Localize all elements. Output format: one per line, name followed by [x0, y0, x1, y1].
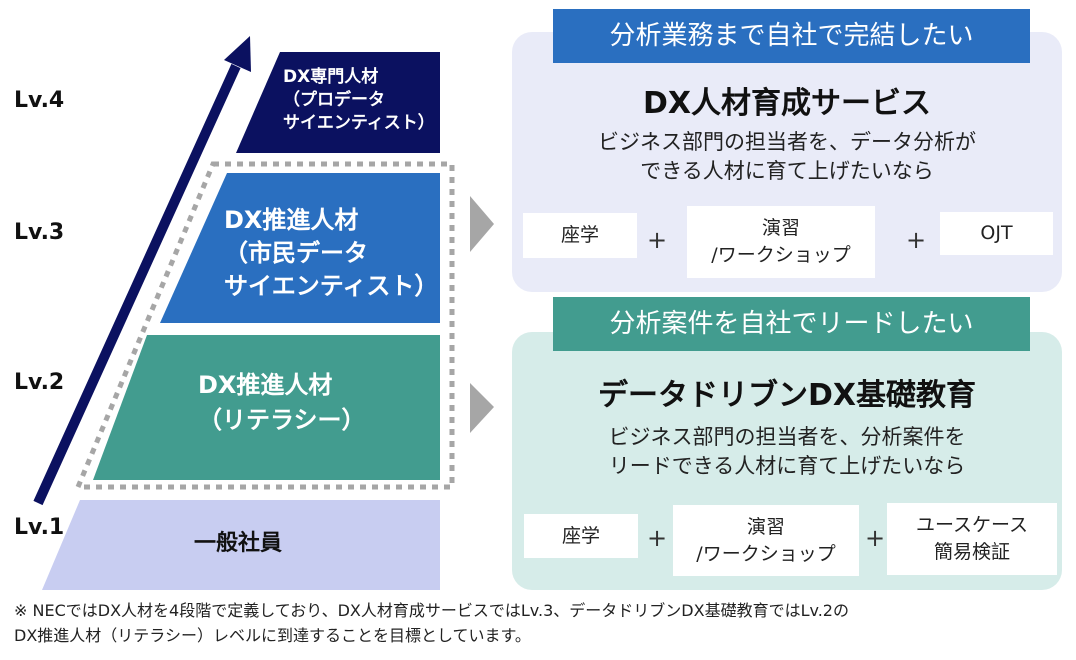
tier-text: （プロデータ — [283, 90, 385, 110]
footnote-line: ※ NECではDX人材を4段階で定義しており、DX人材育成サービスではLv.3、… — [14, 601, 849, 620]
step-text: /ワークショップ — [711, 244, 851, 266]
arrow-right-icon — [470, 196, 494, 252]
step-ojt: OJT — [940, 212, 1053, 255]
footnote: ※ NECではDX人材を4段階で定義しており、DX人材育成サービスではLv.3、… — [14, 598, 849, 648]
step-use-case-verification: ユースケース 簡易検証 — [887, 503, 1057, 575]
level-label-1: Lv.1 — [14, 515, 65, 540]
tier-lv2-label: DX推進人材 （リテラシー） — [198, 368, 366, 438]
subtitle-line: ビジネス部門の担当者を、分析案件を — [608, 425, 966, 449]
step-text: /ワークショップ — [696, 542, 836, 565]
tier-lv3-shape — [160, 173, 440, 323]
step-text: 演習 — [746, 515, 785, 538]
tier-text: DX推進人材 — [198, 371, 333, 399]
tier-lv3-label: DX推進人材 （市民データ サイエンティスト） — [224, 204, 438, 303]
tier-text: （リテラシー） — [198, 406, 366, 434]
tier-lv1-label: 一般社員 — [194, 531, 283, 556]
panel2-subtitle: ビジネス部門の担当者を、分析案件を リードできる人材に育て上げたいなら — [512, 423, 1062, 481]
level-label-2: Lv.2 — [14, 370, 65, 395]
plus-icon: + — [865, 524, 886, 552]
step-text: ユースケース — [915, 514, 1029, 536]
tier-text: DX専門人材 — [283, 67, 379, 87]
level-label-4: Lv.4 — [14, 88, 65, 113]
level-label-3: Lv.3 — [14, 220, 65, 245]
panel1-title: DX人材育成サービス — [642, 86, 932, 121]
step-text: 演習 — [761, 217, 800, 239]
panel1-subtitle: ビジネス部門の担当者を、データ分析が できる人材に育て上げたいなら — [512, 128, 1062, 186]
subtitle-line: ビジネス部門の担当者を、データ分析が — [598, 130, 976, 154]
arrow-right-icon — [470, 383, 494, 433]
panel1-header: 分析業務まで自社で完結したい — [553, 9, 1030, 63]
target-range-dotted-outline — [74, 161, 455, 490]
subtitle-line: できる人材に育て上げたいなら — [640, 159, 934, 183]
plus-icon: + — [647, 524, 668, 552]
panel2-header: 分析案件を自社でリードしたい — [553, 297, 1030, 351]
step-lecture: 座学 — [523, 213, 637, 258]
tier-text: （市民データ — [224, 239, 368, 267]
plus-icon: + — [906, 226, 927, 254]
growth-arrow-icon — [33, 36, 251, 506]
tier-lv4-shape — [236, 52, 440, 153]
tier-text: DX推進人材 — [224, 206, 359, 234]
footnote-line: DX推進人材（リテラシー）レベルに到達することを目標としています。 — [14, 626, 531, 645]
step-lecture: 座学 — [524, 514, 638, 558]
tier-lv1-shape — [42, 500, 440, 590]
step-text: 簡易検証 — [933, 541, 1010, 563]
subtitle-line: リードできる人材に育て上げたいなら — [608, 454, 966, 478]
tier-lv2-shape — [93, 335, 440, 480]
tier-lv4-label: DX専門人材 （プロデータ サイエンティスト） — [283, 66, 435, 135]
tier-text: サイエンティスト） — [224, 272, 439, 300]
tier-text: サイエンティスト） — [283, 113, 435, 133]
plus-icon: + — [647, 226, 668, 254]
panel2-title: データドリブンDX基礎教育 — [597, 378, 977, 413]
step-workshop: 演習 /ワークショップ — [687, 206, 875, 278]
step-workshop: 演習 /ワークショップ — [673, 505, 859, 576]
